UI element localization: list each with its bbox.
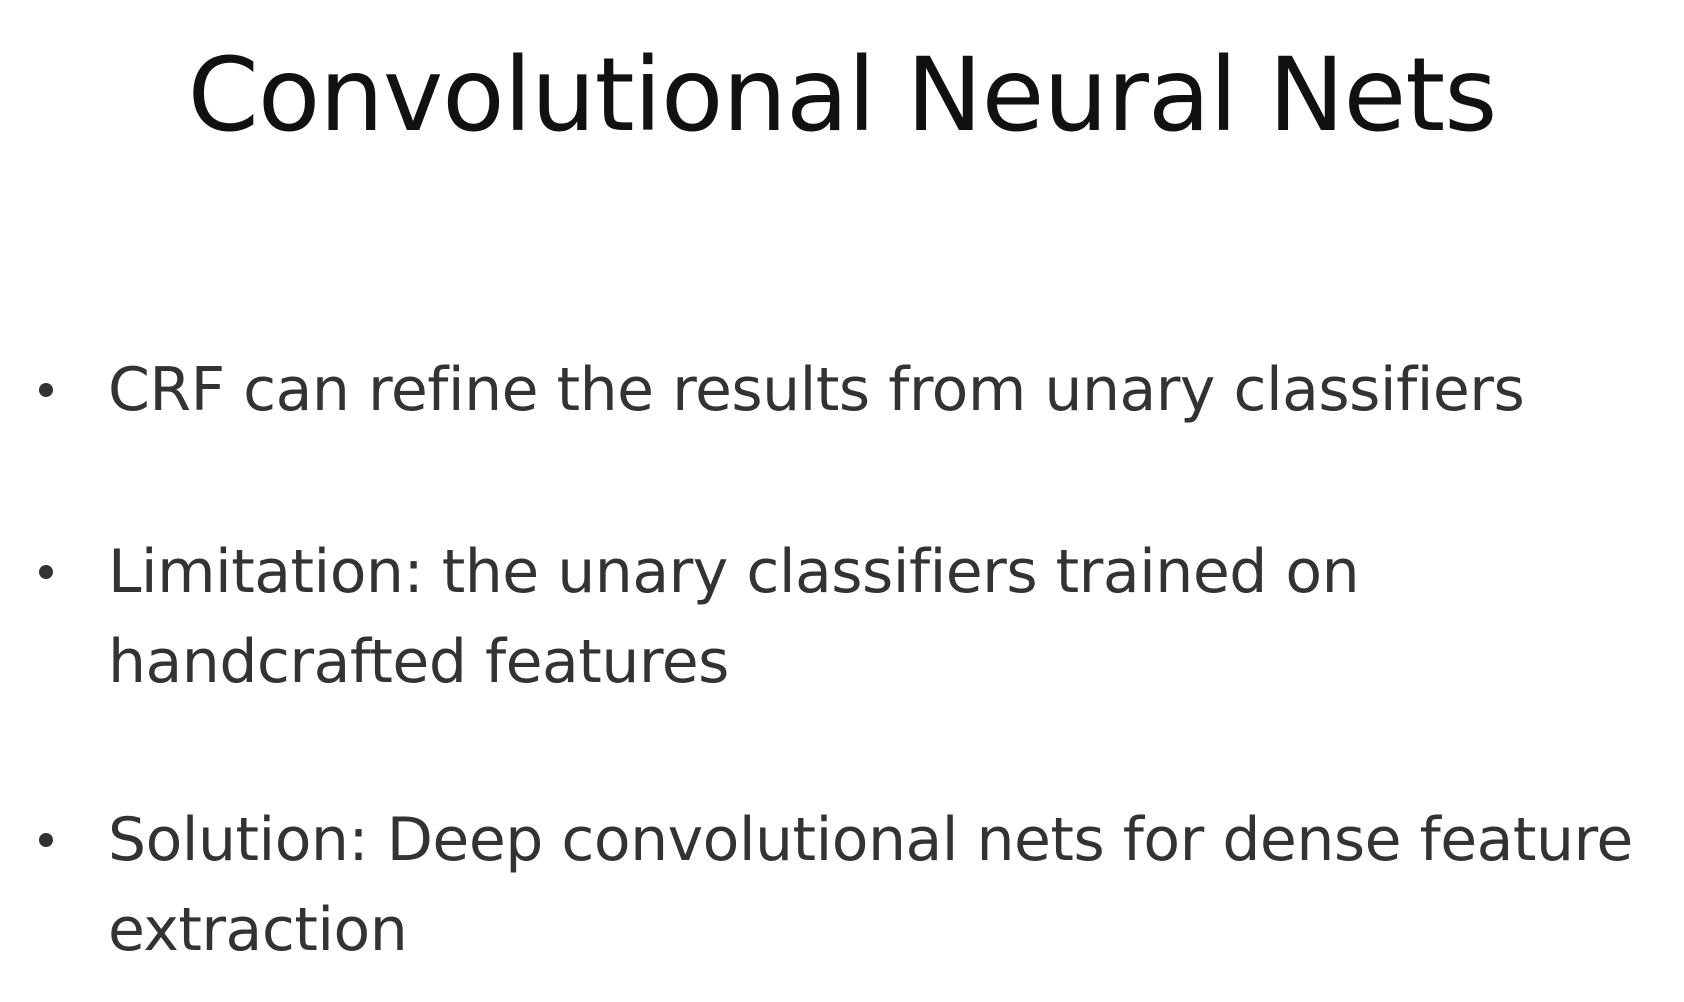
slide-title: Convolutional Neural Nets [187, 36, 1498, 155]
bullet-text: Limitation: the unary classifiers traine… [108, 537, 1360, 697]
bullet-dot-icon [39, 565, 53, 579]
bullet-dot-icon [39, 833, 53, 847]
bullet-text: Solution: Deep convolutional nets for de… [108, 805, 1633, 965]
bullet-text: CRF can refine the results from unary cl… [108, 355, 1525, 425]
bullet-dot-icon [39, 383, 53, 397]
